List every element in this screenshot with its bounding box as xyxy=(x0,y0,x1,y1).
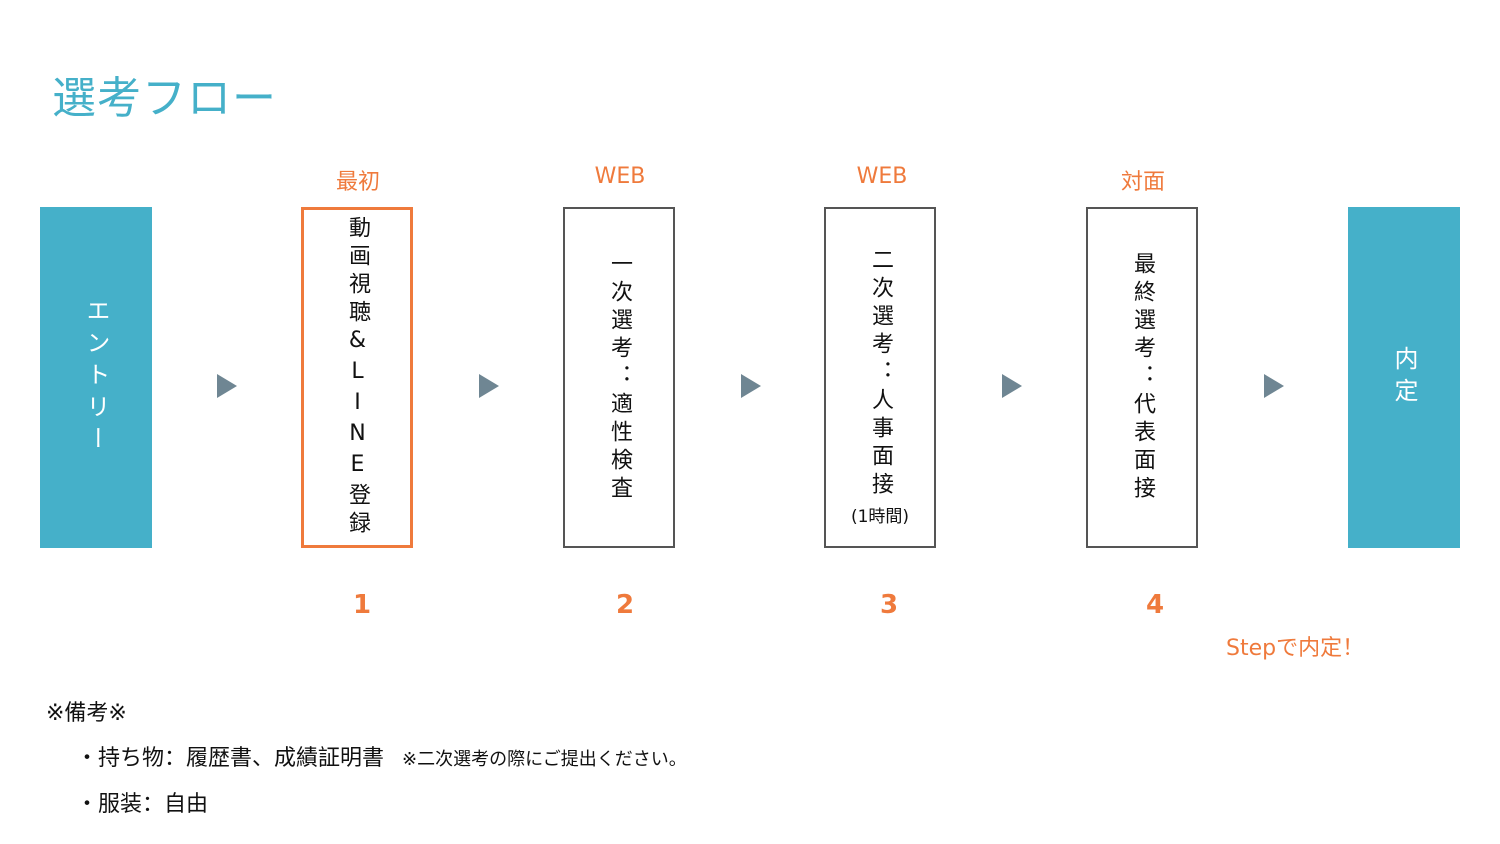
note-text: ・持ち物：履歴書、成績証明書 xyxy=(76,746,385,771)
stage-label-1: 最初 xyxy=(335,170,380,195)
step-text-1: 動画視聴&LINE登録 xyxy=(345,216,370,539)
entry-label: エントリー xyxy=(82,297,110,458)
arrow-right-icon xyxy=(1264,374,1284,398)
step-box-4: 最終選考：代表面接 xyxy=(1086,207,1198,548)
note-text: ・服装：自由 xyxy=(76,792,209,817)
arrow-right-icon xyxy=(217,374,237,398)
step-text-3: 二次選考：人事面接 xyxy=(868,248,893,500)
stage-label-3: WEB xyxy=(856,164,908,189)
tagline: Stepで内定！ xyxy=(1226,636,1365,661)
step-number-4: 4 xyxy=(1145,590,1165,620)
step-text-4: 最終選考：代表面接 xyxy=(1130,251,1155,504)
step-number-3: 3 xyxy=(879,590,899,620)
stage-label-4: 対面 xyxy=(1120,170,1165,195)
step-number-1: 1 xyxy=(352,590,372,620)
arrow-right-icon xyxy=(479,374,499,398)
entry-box: エントリー xyxy=(40,207,152,548)
stage-label-2: WEB xyxy=(594,164,646,189)
arrow-right-icon xyxy=(741,374,761,398)
step-box-1: 動画視聴&LINE登録 xyxy=(301,207,413,548)
step-note-3: (1時間) xyxy=(850,507,910,527)
offer-label: 内定 xyxy=(1390,345,1418,410)
notes-heading: ※備考※ xyxy=(46,701,127,726)
step-number-2: 2 xyxy=(615,590,635,620)
note-item-dress-code: ・服装：自由 xyxy=(76,786,208,818)
step-text-2: 一次選考：適性検査 xyxy=(607,251,632,504)
offer-box: 内定 xyxy=(1348,207,1460,548)
step-box-3: 二次選考：人事面接 (1時間) xyxy=(824,207,936,548)
arrow-right-icon xyxy=(1002,374,1022,398)
step-box-2: 一次選考：適性検査 xyxy=(563,207,675,548)
page-title: 選考フロー xyxy=(52,73,277,124)
note-aside: ※二次選考の際にご提出ください。 xyxy=(402,749,687,770)
note-item-belongings: ・持ち物：履歴書、成績証明書 ※二次選考の際にご提出ください。 xyxy=(76,740,687,772)
